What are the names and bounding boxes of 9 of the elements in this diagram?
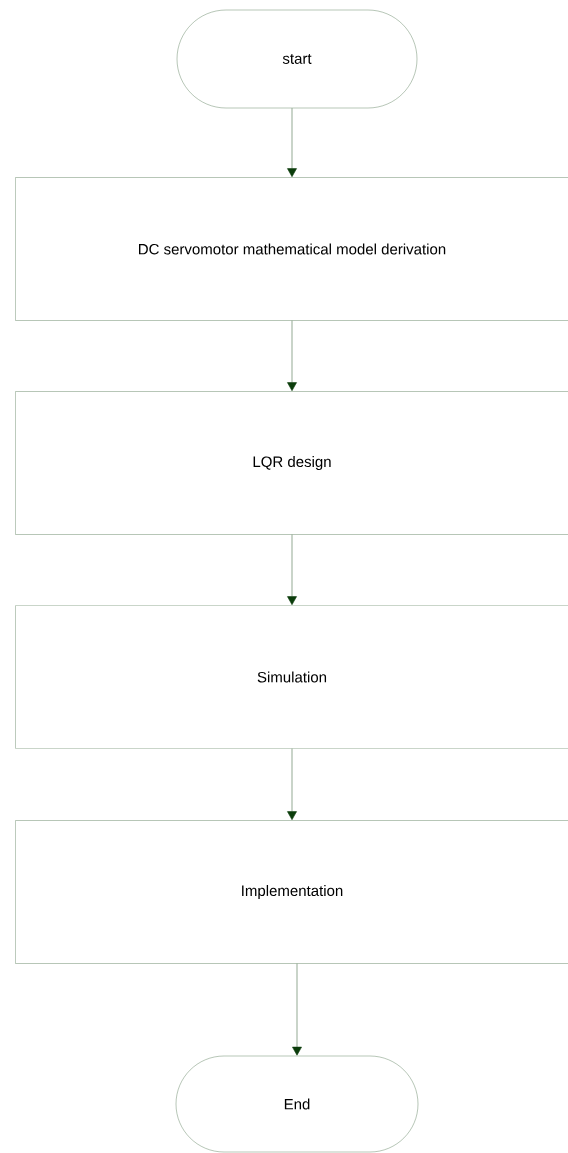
arrow [287, 748, 297, 820]
arrow [287, 534, 297, 605]
process-box: DC servomotor mathematical model derivation [15, 177, 568, 321]
process-box: Simulation [15, 605, 568, 749]
process-box: Implementation [15, 820, 568, 964]
arrow [287, 107, 297, 177]
process-box: LQR design [15, 391, 568, 535]
arrow [292, 963, 302, 1056]
arrow [287, 320, 297, 391]
